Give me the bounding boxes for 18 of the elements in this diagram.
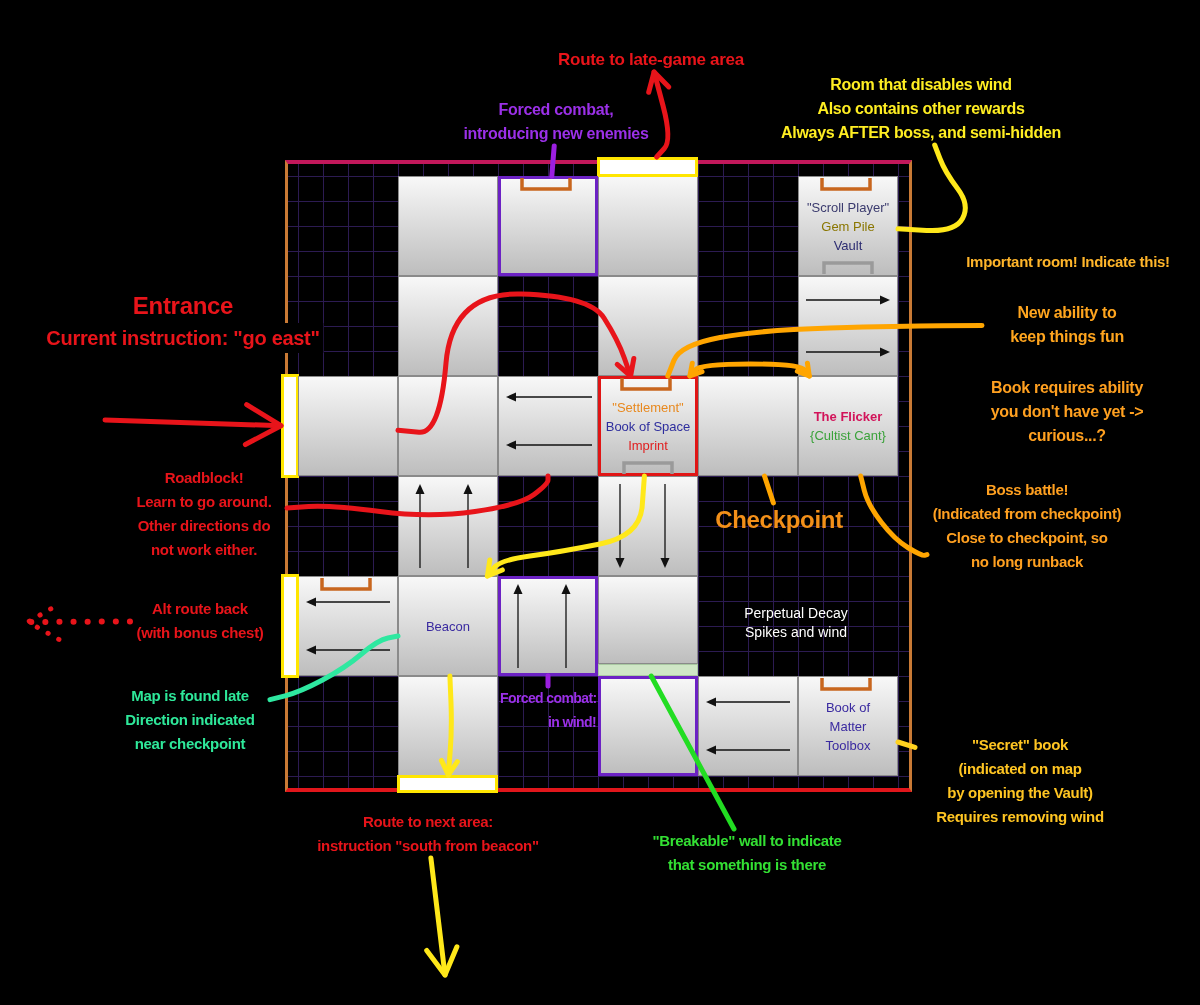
arrow xyxy=(424,855,460,978)
annotation-note: Roadblock! Learn to go around. Other directions do not work either. xyxy=(121,466,287,562)
annotation-note: "Breakable" wall to indicate that something is there xyxy=(622,829,872,877)
arrow xyxy=(102,402,284,448)
annotation-note: Boss battle! (Indicated from checkpoint) Close to checkpoint, so no long runback xyxy=(927,478,1127,574)
annotation-note: New ability to keep things fun xyxy=(982,301,1152,349)
annotation-note: Route to next area: instruction "south from beacon" xyxy=(283,810,573,858)
annotation-note: Alt route back (with bonus chest) xyxy=(130,597,270,645)
arrow xyxy=(646,69,672,160)
annotation-note: Route to late-game area xyxy=(526,48,776,72)
leader-line xyxy=(895,142,968,234)
annotation-note: "Secret" book (indicated on map by opening the Vault) Requires removing wind xyxy=(915,733,1125,829)
annotation-note: Entrance xyxy=(131,291,235,321)
annotation-note: Book requires ability you don't have yet -> curious...? xyxy=(989,378,1145,446)
annotation-note: Important room! Indicate this! xyxy=(965,252,1171,272)
annotation-note: Map is found late Direction indicated near checkpoint xyxy=(110,684,270,756)
annotation-note: Room that disables wind Also contains other rewards Always AFTER boss, and semi-hidden xyxy=(756,73,1086,145)
annotation-note: Forced combat, introducing new enemies xyxy=(441,98,671,146)
